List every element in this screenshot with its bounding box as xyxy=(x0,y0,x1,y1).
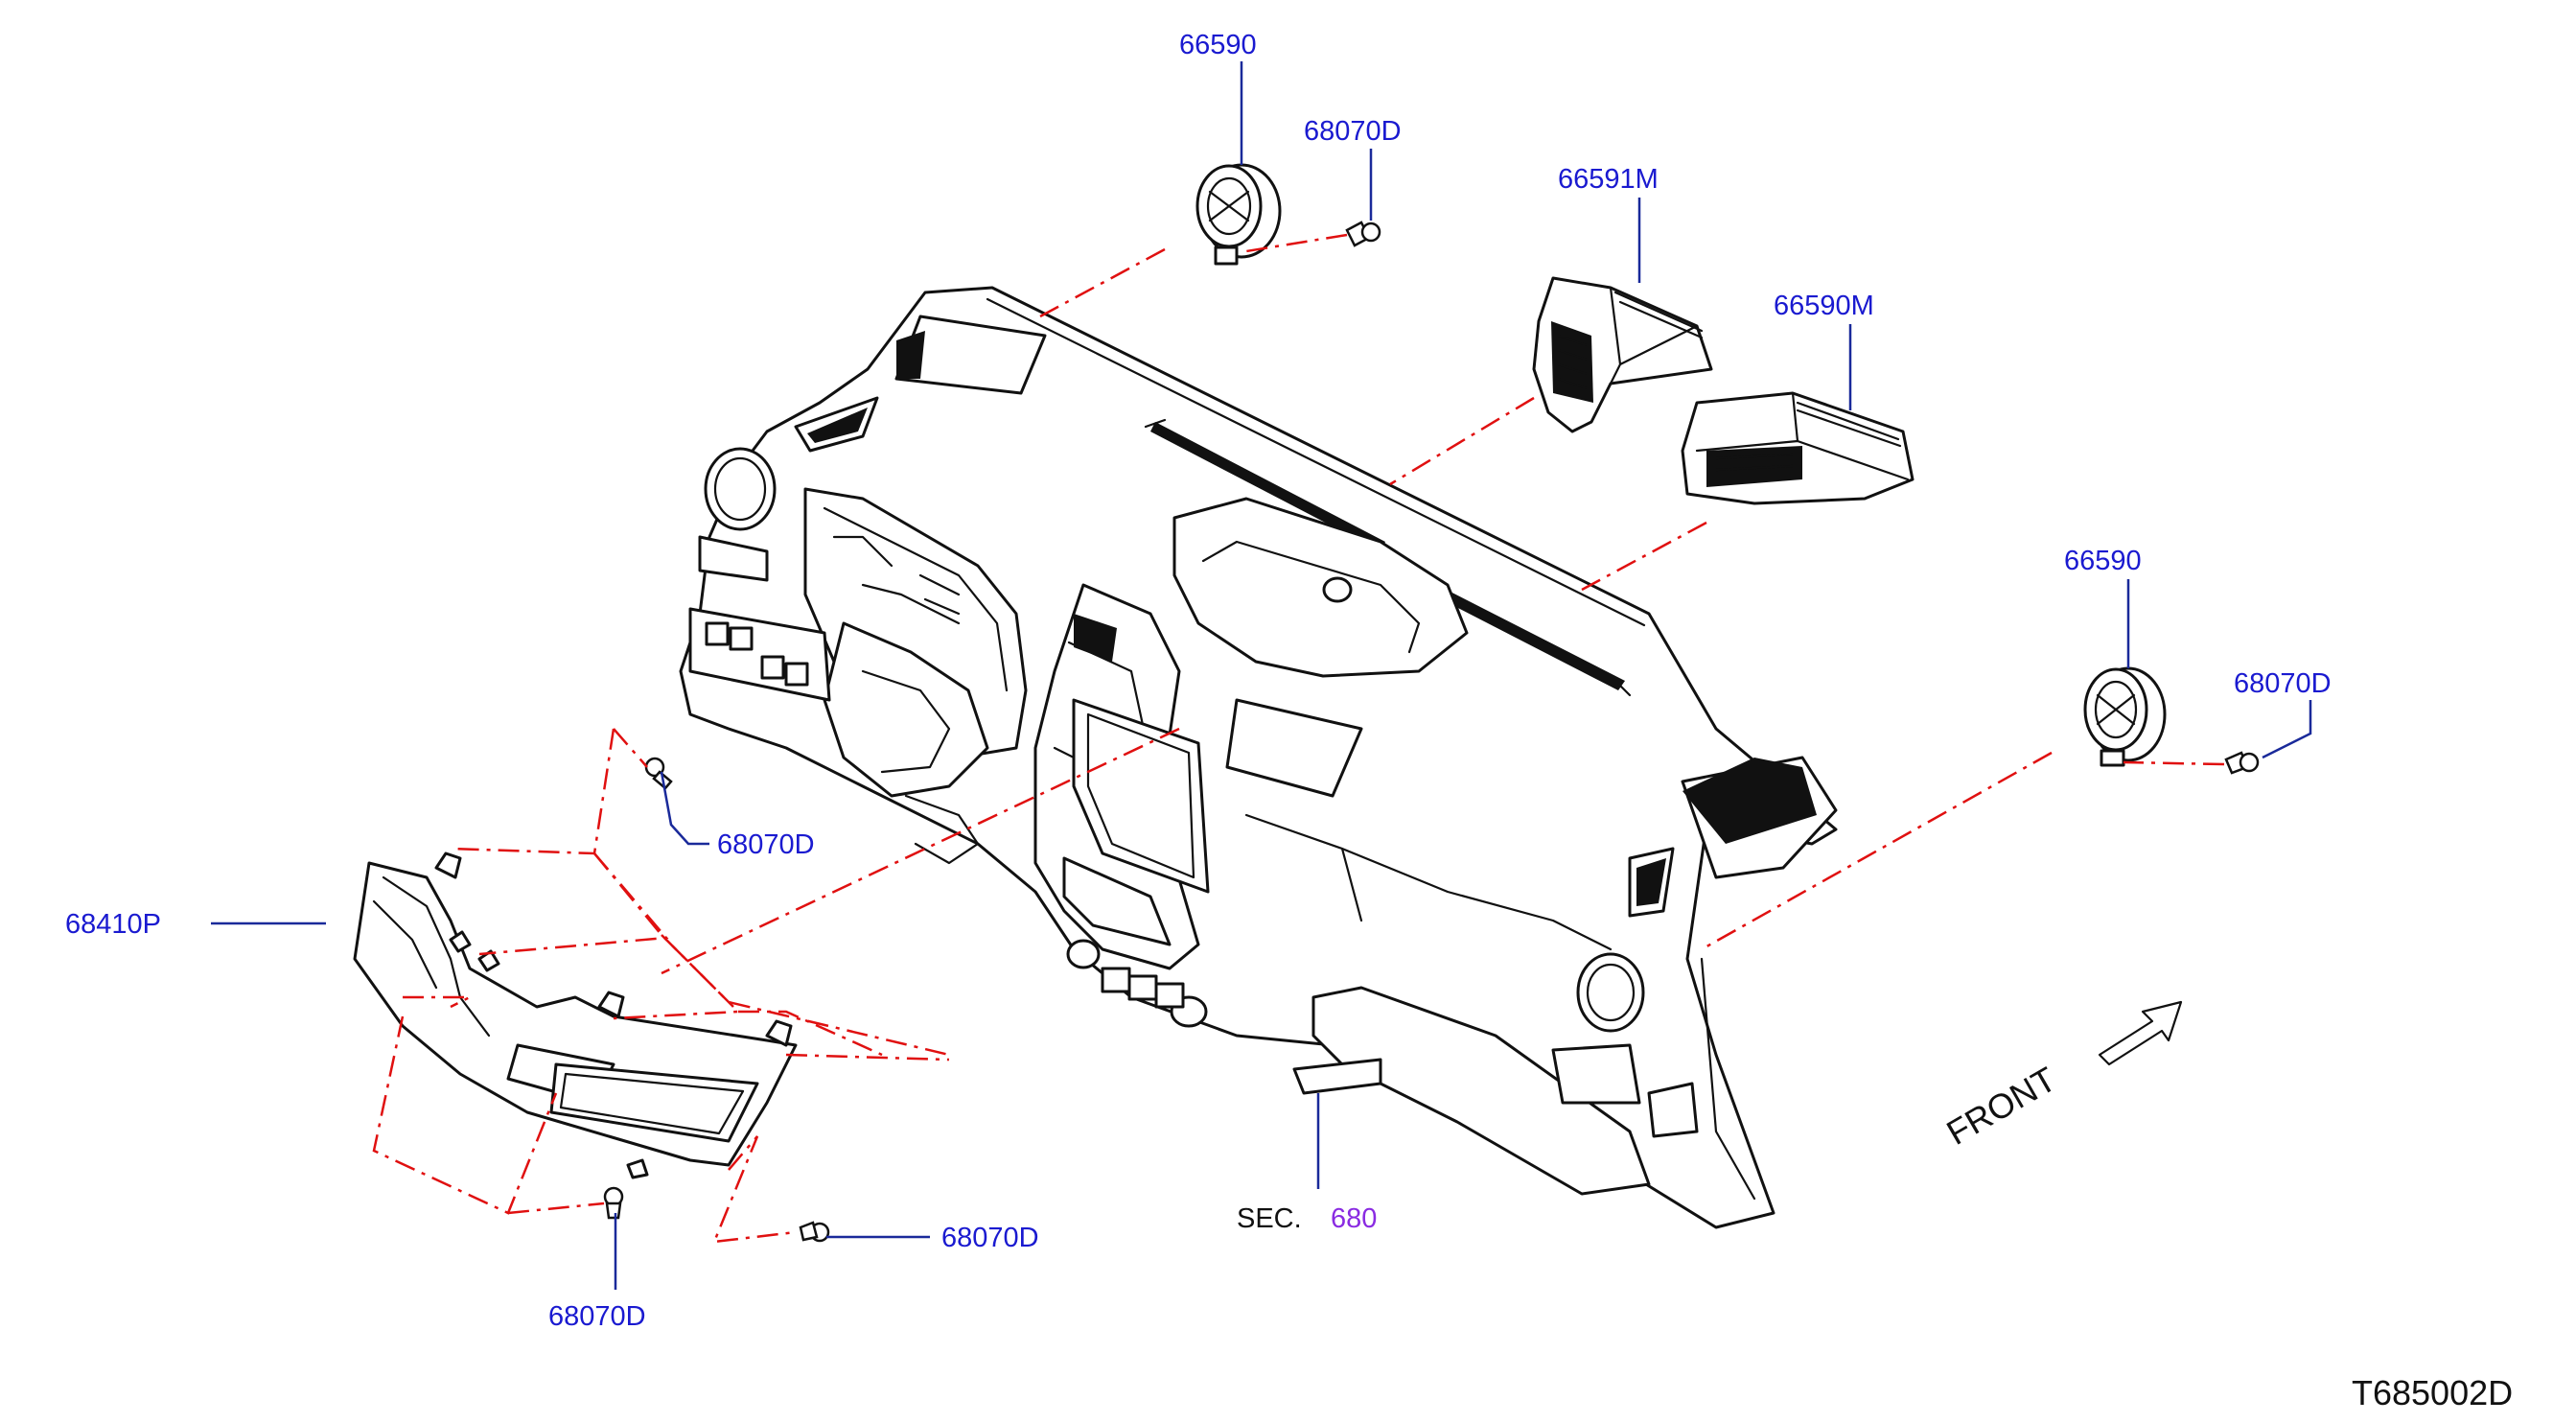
vent-66590M xyxy=(1681,391,1915,505)
leader-lines xyxy=(211,61,2312,1290)
label-section-number: 680 xyxy=(1331,1203,1377,1234)
vent-66591M xyxy=(1532,276,1713,433)
label-68070D-right: 68070D xyxy=(2234,668,2332,699)
diagram-code: T685002D xyxy=(2352,1373,2513,1412)
screw-68070D-finisher-top xyxy=(644,757,673,790)
front-arrow xyxy=(2098,1000,2183,1066)
label-front: FRONT xyxy=(1940,1059,2063,1153)
vent-66590-right xyxy=(2083,666,2167,767)
label-66590M: 66590M xyxy=(1774,291,1874,321)
vent-66590-top-left xyxy=(1195,163,1282,266)
label-section-prefix: SEC. xyxy=(1237,1203,1302,1234)
label-68410P: 68410P xyxy=(65,909,161,940)
label-68070D-cluster-bottom-right: 68070D xyxy=(941,1223,1039,1253)
screw-68070D-top xyxy=(1345,221,1381,247)
screw-68070D-right xyxy=(2224,751,2260,775)
screw-68070D-finisher-bottom xyxy=(603,1186,624,1220)
label-66590-right: 66590 xyxy=(2064,546,2142,576)
label-68070D-top: 68070D xyxy=(1304,116,1402,147)
finisher-68410P xyxy=(353,851,798,1179)
label-68070D-cluster-top: 68070D xyxy=(717,829,815,860)
instrument-panel xyxy=(679,286,1838,1229)
label-66590-top: 66590 xyxy=(1179,30,1257,60)
phantom-lines xyxy=(372,233,2225,1244)
label-66591M: 66591M xyxy=(1558,164,1659,195)
screw-68070D-finisher-right xyxy=(799,1221,830,1243)
label-68070D-cluster-bottom: 68070D xyxy=(548,1301,646,1332)
